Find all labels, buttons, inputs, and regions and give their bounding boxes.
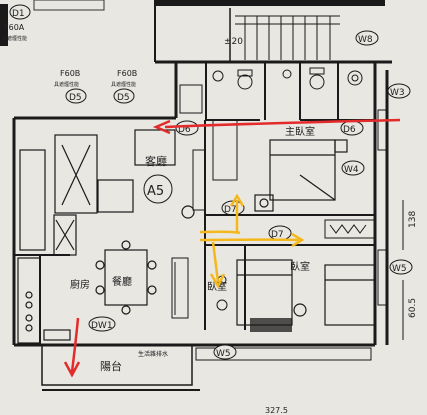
tag-d6-left: D6: [178, 125, 191, 135]
left-column: [0, 4, 8, 46]
tag-circle-d5-1: [65, 88, 87, 104]
kitchen-counter: [17, 257, 71, 344]
code-f60a: F60A: [4, 23, 25, 32]
tag-circle-a5: [143, 174, 173, 204]
red-arrow-line-bottom: [70, 317, 80, 373]
dim-605: 60.5: [408, 298, 418, 318]
tag-w4: W4: [344, 165, 359, 175]
bed-blanket: [250, 318, 292, 332]
tag-d1: D1: [12, 9, 25, 19]
tag-circle-d5-2: [113, 88, 135, 104]
dining-table: [95, 240, 157, 315]
tag-d7-lower: D7: [271, 230, 284, 240]
door-tag-1: D5: [69, 93, 82, 103]
room-kitchen: 廚房: [70, 278, 90, 291]
red-arrow-line-top: [164, 118, 401, 129]
right-window-2: [377, 249, 389, 306]
tag-dw1: DW1: [91, 321, 113, 331]
dim-138: 138: [408, 211, 418, 228]
balcony-outline: [41, 344, 193, 386]
room-balcony: 陽台: [100, 359, 122, 373]
top-left-block: [33, 0, 105, 11]
tag-w8: W8: [358, 35, 373, 45]
red-arrow-head-bottom: [63, 361, 81, 378]
tag-circle-d1: [9, 4, 31, 20]
tag-w5-right: W5: [392, 264, 407, 274]
tag-circle-w5-bottom: [213, 344, 237, 360]
tag-d6-right: D6: [343, 125, 356, 135]
door-code-2: F60B: [117, 69, 137, 78]
bath-fixtures: [171, 257, 228, 319]
door-tag-2: D5: [117, 93, 130, 103]
red-arrow-head-top: [152, 119, 171, 135]
room-bedroom: 臥室: [290, 260, 310, 273]
tag-circle-d6-left: [175, 120, 199, 136]
bottom-window-frame: [195, 347, 372, 361]
tag-w3: W3: [390, 88, 405, 98]
bathroom-fixtures: [179, 67, 363, 114]
master-bed: [254, 139, 348, 212]
tag-w5-bottom: W5: [216, 349, 231, 359]
tag-circle-w4: [341, 160, 365, 176]
tag-circle-w5-right: [389, 259, 413, 275]
right-window-1: [377, 109, 389, 151]
stair-level-label: ±20: [224, 37, 243, 47]
stair-treads: [235, 15, 340, 60]
room-living: 客廳: [145, 154, 167, 168]
room-master: 主臥室: [285, 125, 315, 138]
bedroom-beds: [236, 259, 376, 326]
tag-circle-dw1: [88, 316, 116, 332]
tag-circle-w8: [355, 30, 379, 46]
door-note-2: 具遮煙性能: [111, 81, 136, 88]
dim-bottom: 327.5: [265, 406, 288, 415]
living-furniture: [19, 129, 195, 256]
tag-circle-w3: [387, 83, 411, 99]
tag-d7-upper: D7: [224, 205, 237, 215]
note-f60a: 具遮煙性能: [2, 35, 27, 42]
yellow-arrows: [199, 193, 305, 289]
door-code-1: F60B: [60, 69, 80, 78]
note-drain: 生活雜排水: [138, 350, 168, 358]
door-note-1: 具遮煙性能: [54, 81, 79, 88]
room-dining: 餐廳: [112, 275, 132, 288]
top-fence-bar: [155, 0, 385, 6]
tag-a5: A5: [147, 184, 164, 199]
wardrobes: [192, 119, 376, 239]
